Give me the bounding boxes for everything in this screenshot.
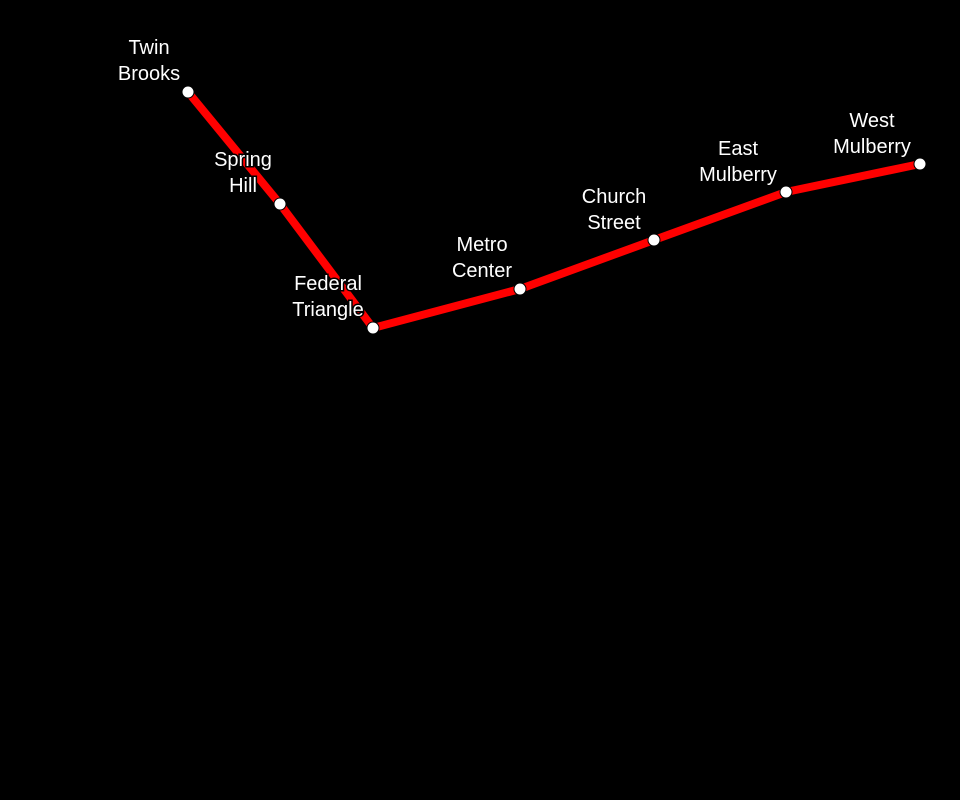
station-label-line: East	[718, 138, 758, 160]
station-marker[interactable]	[181, 85, 195, 99]
station-marker[interactable]	[513, 282, 527, 296]
station-label-line: Church	[582, 186, 646, 208]
station-marker[interactable]	[913, 157, 927, 171]
station-label-line: Twin	[128, 37, 169, 59]
station-marker[interactable]	[273, 197, 287, 211]
station-label-line: Brooks	[118, 63, 180, 85]
station-label-line: Center	[452, 260, 512, 282]
station-label-line: Mulberry	[699, 164, 777, 186]
station-marker[interactable]	[647, 233, 661, 247]
station-label-line: Spring	[214, 149, 272, 171]
station-marker[interactable]	[366, 321, 380, 335]
station-label-line: West	[849, 110, 895, 132]
station-label-line: Federal	[294, 273, 362, 295]
station-marker[interactable]	[779, 185, 793, 199]
station-label-line: Mulberry	[833, 136, 911, 158]
station-label-line: Triangle	[292, 299, 364, 321]
station-label-line: Metro	[456, 234, 507, 256]
station-label-line: Hill	[229, 175, 257, 197]
station-label-line: Street	[587, 212, 641, 234]
